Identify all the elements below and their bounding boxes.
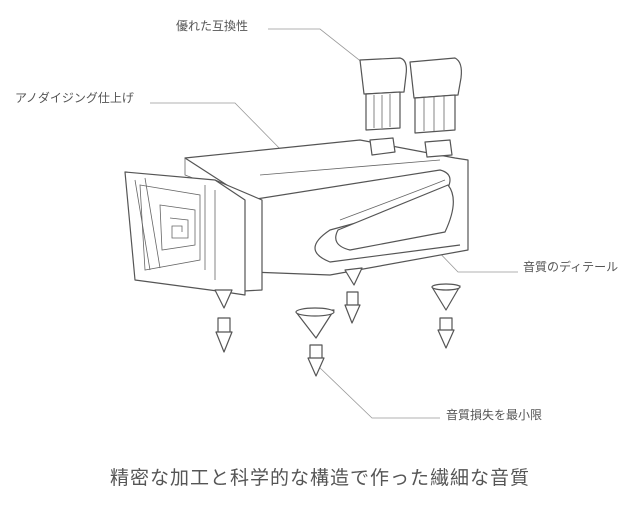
label-compatibility: 優れた互換性 bbox=[176, 19, 249, 33]
horn-front bbox=[124, 171, 263, 296]
label-sound-detail: 音質のディテール bbox=[523, 260, 619, 274]
adapter-clips bbox=[359, 57, 462, 134]
label-anodizing: アノダイジング仕上げ bbox=[15, 91, 134, 105]
feet-and-spikes bbox=[214, 267, 461, 377]
label-loss-minimal: 音質損失を最小限 bbox=[446, 408, 543, 422]
caption: 精密な加工と科学的な構造で作った繊細な音質 bbox=[109, 467, 530, 489]
